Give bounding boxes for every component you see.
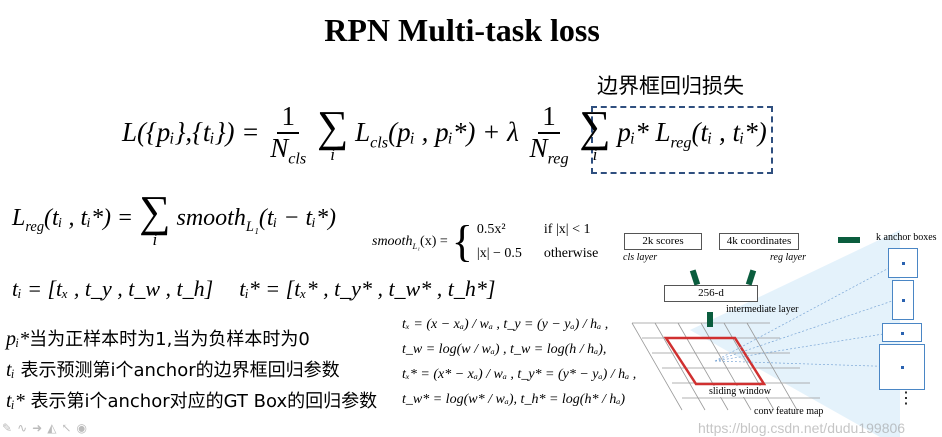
feature-map-label: conv feature map	[754, 406, 824, 417]
anchor-box	[882, 323, 922, 342]
reg-layer-label: reg layer	[770, 252, 807, 263]
param-formula: t_w = log(w / wₐ) , t_w = log(h / hₐ),	[402, 342, 607, 357]
t-vector: tᵢ = [tₓ , t_y , t_w , t_h]	[12, 276, 214, 301]
curve-icon[interactable]: ∿	[17, 421, 33, 435]
description-line: pᵢ*当为正样本时为1,当为负样本时为0	[6, 328, 310, 350]
param-formula: tₓ* = (x* − xₐ) / wₐ , t_y* = (y* − yₐ) …	[402, 367, 637, 382]
slide-toolbar: ✎∿➜◭↖◉	[2, 421, 92, 436]
param-formula: t_w* = log(w* / wₐ), t_h* = log(h* / hₐ)	[402, 392, 626, 407]
watermark: https://blog.csdn.net/dudu199806	[698, 420, 906, 436]
box-label: 边界框回归损失	[597, 74, 744, 98]
rpn-diagram: 2k scores 4k coordinates cls layer reg l…	[620, 220, 942, 437]
slide-title: RPN Multi-task loss	[324, 12, 600, 48]
sum-symbol: ∑i	[579, 102, 611, 165]
up-arrow-icon	[707, 312, 713, 327]
intermediate-box: 256-d	[664, 285, 758, 302]
intermediate-label: intermediate layer	[726, 304, 799, 315]
sum-symbol: ∑i	[316, 102, 349, 165]
cls-layer-label: cls layer	[623, 252, 658, 263]
pointer-icon[interactable]: ↖	[61, 421, 77, 435]
arrow-icon[interactable]: ➜	[32, 421, 48, 435]
lreg-formula: Lreg(tᵢ , tᵢ*) = ∑i smoothL₁(tᵢ − tᵢ*)	[12, 187, 336, 249]
anchor-box	[888, 248, 918, 278]
t-star-vector: tᵢ* = [tₓ* , t_y* , t_w* , t_h*]	[239, 276, 496, 301]
descriptions: pᵢ*当为正样本时为1,当为负样本时为0 tᵢ 表示预测第i个anchor的边界…	[6, 324, 377, 417]
target-icon[interactable]: ◉	[76, 421, 92, 435]
left-arrow-icon	[838, 237, 860, 243]
ellipsis: ⋮	[898, 390, 914, 407]
description-line: tᵢ* 表示第i个anchor对应的GT Box的回归参数	[6, 390, 378, 412]
numerator: 1	[277, 101, 299, 134]
param-formula: tₓ = (x − xₐ) / wₐ , t_y = (y − yₐ) / hₐ…	[402, 317, 609, 332]
loss-lhs: L({pᵢ},{tᵢ}) =	[122, 117, 260, 148]
parameter-formulas: tₓ = (x − xₐ) / wₐ , t_y = (y − yₐ) / hₐ…	[402, 312, 636, 412]
brace: {	[451, 217, 473, 266]
t-vectors: tᵢ = [tₓ , t_y , t_w , t_h] tᵢ* = [tₓ* ,…	[12, 276, 495, 302]
eraser-icon[interactable]: ◭	[47, 421, 62, 435]
scores-box: 2k scores	[624, 233, 702, 250]
coordinates-box: 4k coordinates	[719, 233, 799, 250]
anchor-box	[892, 280, 914, 320]
regression-loss-box	[591, 106, 773, 174]
pen-icon[interactable]: ✎	[2, 421, 18, 435]
anchor-box	[879, 344, 925, 390]
sliding-window-label: sliding window	[708, 386, 772, 397]
anchor-boxes-label: k anchor boxes	[876, 232, 937, 243]
description-line: tᵢ 表示预测第i个anchor的边界框回归参数	[6, 359, 340, 381]
